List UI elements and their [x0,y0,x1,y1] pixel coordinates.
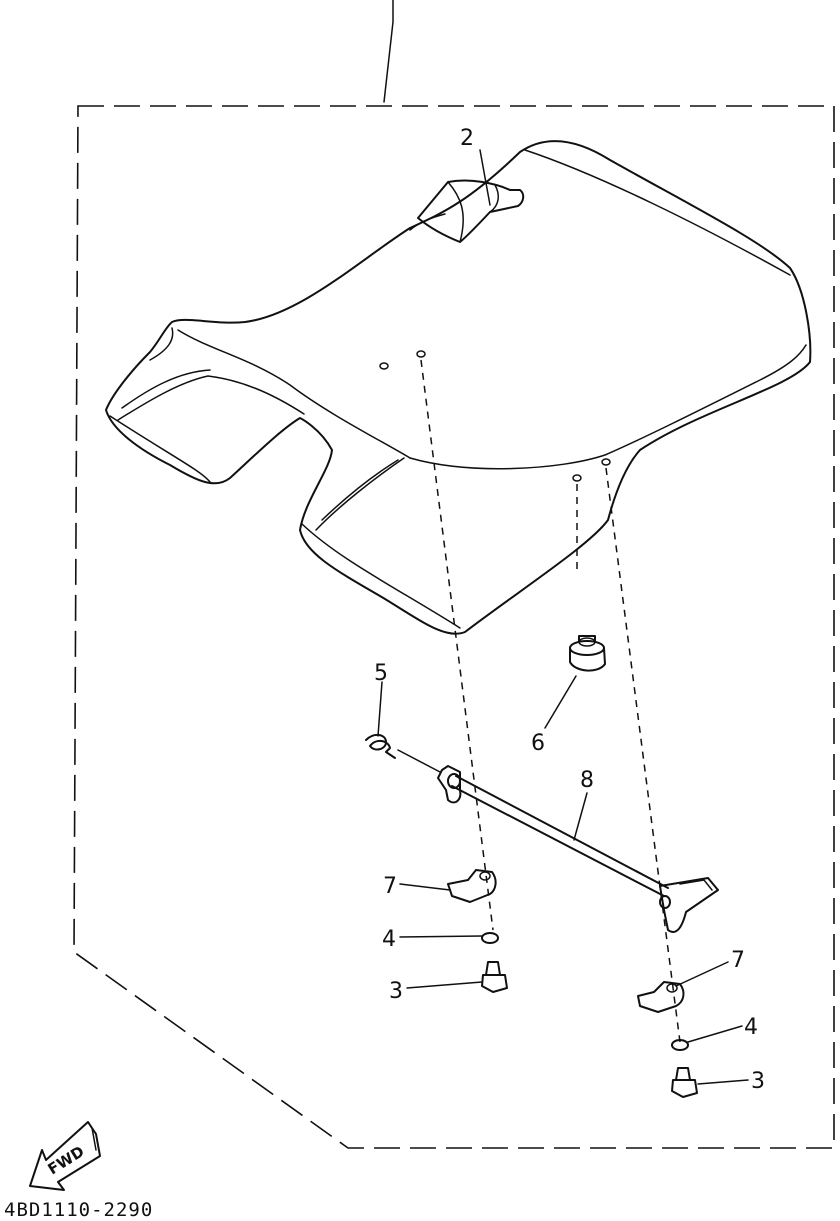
seat [105,140,812,635]
label-part-4-right: 4 [744,1015,758,1040]
label-part-7-right: 7 [731,948,745,973]
fwd-label: FWD [45,1142,88,1178]
seat-lock-bar [417,179,525,243]
label-part-6: 6 [531,731,545,756]
damper [569,635,606,672]
bracket-left [447,869,497,903]
leader-lines [377,149,749,1085]
label-part-3-right: 3 [751,1069,765,1094]
label-part-7-left: 7 [383,874,397,899]
label-part-5: 5 [374,661,388,686]
label-part-8: 8 [580,768,594,793]
label-part-3-left: 3 [389,979,403,1004]
washer-right [671,1039,689,1051]
assembly-line-left [420,359,494,931]
assembly-line-right [605,467,681,1043]
fwd-arrow-icon: FWD [29,1121,101,1191]
spring-to-shaft-line [397,749,441,773]
label-part-4-left: 4 [382,927,396,952]
shaft [437,765,719,933]
bolt-left [481,961,508,993]
washer-left [481,932,499,944]
bracket-right [637,981,685,1013]
bolt-right [671,1067,698,1098]
assembly-boundary [73,105,835,1149]
spring-clip [365,734,396,759]
drawing-code: 4BD1110-2290 [4,1199,154,1221]
label-part-2: 2 [460,126,474,151]
parent-leader-line [383,0,394,103]
